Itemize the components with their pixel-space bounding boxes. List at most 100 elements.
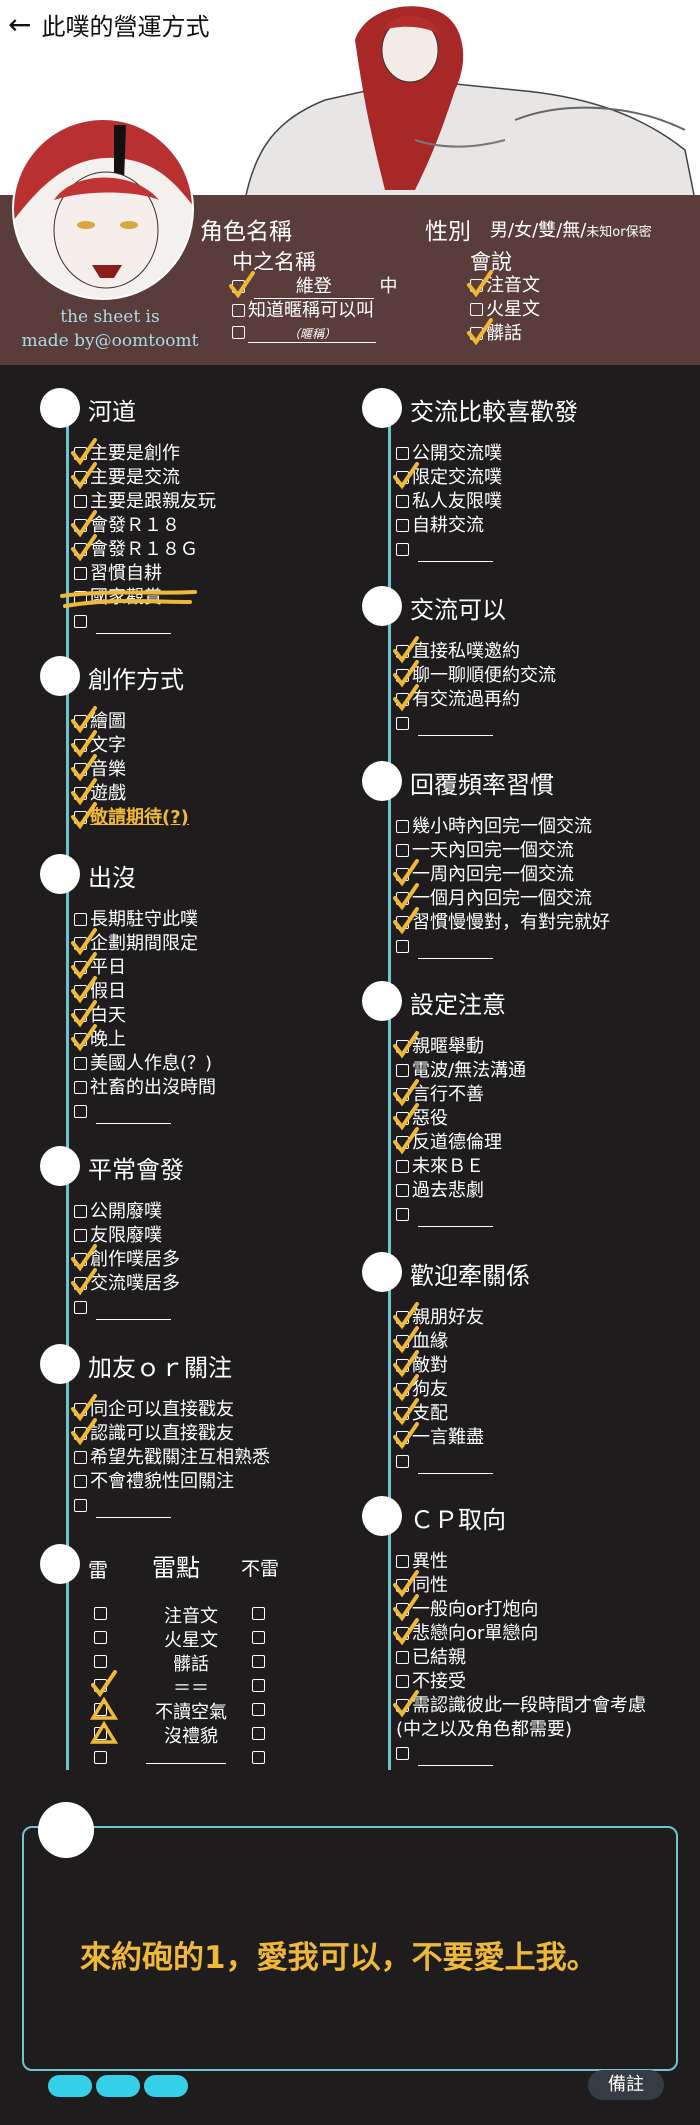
checkbox[interactable]	[94, 1631, 107, 1644]
checkbox[interactable]	[396, 1675, 409, 1688]
checkbox[interactable]	[252, 1655, 265, 1668]
checkbox[interactable]	[74, 1499, 87, 1512]
checkbox[interactable]	[71, 510, 97, 538]
list-item[interactable]: 會發Ｒ１８	[71, 510, 216, 538]
taboo-right-box[interactable]	[252, 1604, 268, 1623]
blank-item[interactable]	[396, 1742, 646, 1766]
checkbox[interactable]	[396, 447, 409, 460]
list-item[interactable]: 假日	[71, 976, 216, 1004]
lang-item[interactable]: 髒話	[467, 318, 540, 346]
list-item[interactable]: 晚上	[71, 1024, 216, 1052]
lang-item[interactable]: 火星文	[470, 298, 540, 322]
checkbox[interactable]	[71, 1244, 97, 1272]
checkbox[interactable]	[393, 1594, 419, 1622]
checkbox[interactable]	[467, 318, 493, 346]
list-item[interactable]: 習慣自耕	[74, 562, 216, 586]
taboo-left-box[interactable]	[94, 1652, 110, 1676]
checkbox[interactable]	[71, 1418, 97, 1446]
list-item[interactable]: (中之以及角色都需要)	[396, 1718, 646, 1742]
checkbox[interactable]	[393, 1570, 419, 1598]
blank-item[interactable]	[74, 1494, 270, 1518]
list-item[interactable]: 有交流過再約	[393, 684, 556, 712]
checkbox[interactable]	[74, 1057, 87, 1070]
nick-row-1[interactable]: 維登 中	[229, 271, 397, 299]
taboo-blank[interactable]	[146, 1744, 226, 1764]
blank-item[interactable]	[396, 712, 556, 736]
checkbox[interactable]	[393, 1422, 419, 1450]
list-item[interactable]: 已結親	[396, 1646, 646, 1670]
checkbox[interactable]	[71, 706, 97, 734]
list-item[interactable]: 不接受	[396, 1670, 646, 1694]
checkbox[interactable]	[229, 271, 255, 299]
checkbox[interactable]	[393, 1079, 419, 1107]
checkbox[interactable]	[393, 684, 419, 712]
tab-pill-3[interactable]	[144, 2075, 188, 2097]
checkbox[interactable]	[252, 1703, 265, 1716]
checkbox[interactable]	[393, 660, 419, 688]
back-arrow-icon[interactable]: ←	[8, 7, 32, 41]
list-item[interactable]: 一般向or打炮向	[393, 1594, 646, 1622]
list-item[interactable]: 不會禮貌性回關注	[74, 1470, 270, 1494]
checkbox[interactable]	[396, 1160, 409, 1173]
checkbox[interactable]	[94, 1751, 107, 1764]
checkbox[interactable]	[396, 1208, 409, 1221]
list-item[interactable]: 血緣	[393, 1326, 493, 1354]
blank-item[interactable]	[74, 1100, 216, 1124]
list-item[interactable]: 白天	[71, 1000, 216, 1028]
checkbox[interactable]	[396, 1064, 409, 1077]
list-item[interactable]: 自耕交流	[396, 514, 502, 538]
checkbox[interactable]	[393, 1398, 419, 1426]
checkbox[interactable]	[396, 1455, 409, 1468]
list-item[interactable]: 美國人作息(？)	[74, 1052, 216, 1076]
taboo-left-box[interactable]	[89, 1720, 119, 1748]
checkbox[interactable]	[396, 1747, 409, 1760]
checkbox[interactable]	[396, 1555, 409, 1568]
checkbox[interactable]	[74, 1451, 87, 1464]
taboo-right-box[interactable]	[252, 1700, 268, 1719]
tab-pill-1[interactable]	[48, 2075, 92, 2097]
list-item[interactable]: 幾小時內回完一個交流	[396, 815, 610, 839]
checkbox[interactable]	[91, 1670, 117, 1698]
list-item[interactable]: 聊一聊順便約交流	[393, 660, 556, 688]
list-item[interactable]: 文字	[71, 730, 189, 758]
checkbox[interactable]	[74, 1229, 87, 1242]
checkbox[interactable]	[393, 462, 419, 490]
checkbox[interactable]	[74, 1301, 87, 1314]
checkbox[interactable]	[71, 778, 97, 806]
checkbox[interactable]	[232, 304, 245, 317]
taboo-left-box[interactable]	[89, 1696, 119, 1724]
checkbox[interactable]	[89, 1720, 119, 1744]
checkbox[interactable]	[71, 952, 97, 980]
list-item[interactable]: 悲戀向or單戀向	[393, 1618, 646, 1646]
checkbox[interactable]	[393, 883, 419, 911]
checkbox[interactable]	[94, 1655, 107, 1668]
checkbox[interactable]	[393, 1302, 419, 1330]
list-item[interactable]: 支配	[393, 1398, 493, 1426]
list-item[interactable]: 親暱舉動	[393, 1031, 526, 1059]
list-item[interactable]: 一個月內回完一個交流	[393, 883, 610, 911]
list-item[interactable]: 社畜的出沒時間	[74, 1076, 216, 1100]
list-item[interactable]: 國家觀賞	[60, 586, 216, 610]
checkbox[interactable]	[94, 1607, 107, 1620]
checkbox[interactable]	[467, 270, 493, 298]
checkbox[interactable]	[393, 1326, 419, 1354]
list-item[interactable]: 一言難盡	[393, 1422, 493, 1450]
list-item[interactable]: 主要是交流	[71, 462, 216, 490]
checkbox[interactable]	[396, 717, 409, 730]
checkbox[interactable]	[71, 730, 97, 758]
checkbox[interactable]	[252, 1727, 265, 1740]
checkbox[interactable]	[393, 859, 419, 887]
taboo-left-box[interactable]	[94, 1748, 110, 1767]
checkbox[interactable]	[393, 1350, 419, 1378]
list-item[interactable]: 會發Ｒ１８Ｇ	[71, 534, 216, 562]
list-item[interactable]: 需認識彼此一段時間才會考慮	[393, 1690, 646, 1718]
lang-item[interactable]: 注音文	[467, 270, 540, 298]
checkbox[interactable]	[393, 1031, 419, 1059]
list-item[interactable]: 私人友限噗	[396, 490, 502, 514]
checkbox[interactable]	[71, 1394, 97, 1422]
checkbox[interactable]	[393, 1690, 419, 1718]
list-item[interactable]: 異性	[396, 1550, 646, 1574]
list-item[interactable]: 電波/無法溝通	[396, 1059, 526, 1083]
checkbox[interactable]	[74, 1205, 87, 1218]
taboo-right-box[interactable]	[252, 1652, 268, 1671]
